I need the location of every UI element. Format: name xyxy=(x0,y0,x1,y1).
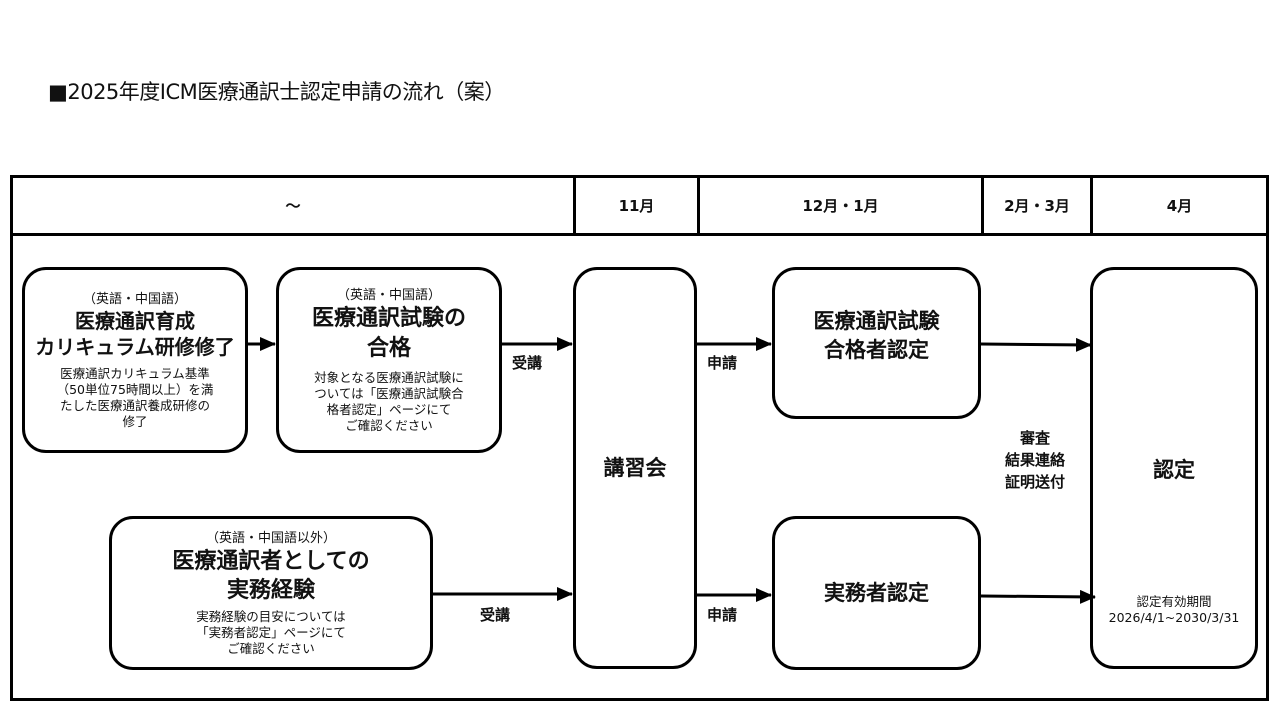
curriculum-completion-box: （英語・中国語） 医療通訳育成 カリキュラム研修修了 医療通訳カリキュラム基準 … xyxy=(22,267,248,453)
box-title-line: 医療通訳者としての xyxy=(172,548,370,574)
certification-box: 認定 認定有効期間 2026/4/1~2030/3/31 xyxy=(1090,267,1258,669)
review-line: 証明送付 xyxy=(1004,473,1065,491)
box-title-line: 医療通訳育成 xyxy=(75,308,195,333)
arrow-exam-cert-to-certification xyxy=(980,337,1092,352)
header-col-nov: 11月 xyxy=(618,197,655,215)
seminar-box: 講習会 xyxy=(573,267,697,669)
exam-pass-box: （英語・中国語） 医療通訳試験の 合格 対象となる医療通訳試験に ついては「医療… xyxy=(276,267,502,453)
page-title: ■2025年度ICM医療通訳士認定申請の流れ（案） xyxy=(48,80,505,104)
note-line: ご確認ください xyxy=(227,640,315,656)
note-line: ご確認ください xyxy=(345,417,433,433)
note-line: 「実務者認定」ページにて xyxy=(196,624,346,640)
note-line: たした医療通訳養成研修の xyxy=(59,397,210,413)
header-divider xyxy=(13,233,1266,236)
attend-label-top: 受講 xyxy=(512,354,543,372)
note-line: 修了 xyxy=(122,413,148,429)
note-line: （50単位75時間以上）を満 xyxy=(56,381,214,397)
box-title: 認定 xyxy=(1153,458,1195,482)
language-label: （英語・中国語） xyxy=(82,291,187,307)
box-note: 医療通訳カリキュラム基準 （50単位75時間以上）を満 たした医療通訳養成研修の… xyxy=(57,366,214,430)
box-title: 実務者認定 xyxy=(824,580,929,605)
box-title-line: 医療通訳試験 xyxy=(813,309,940,333)
box-title-line: 合格 xyxy=(366,335,411,361)
column-divider xyxy=(697,178,700,233)
validity-period: 認定有効期間 2026/4/1~2030/3/31 xyxy=(1109,594,1240,626)
box-title-line: 合格者認定 xyxy=(824,338,929,362)
box-title-line: 医療通訳試験の xyxy=(311,305,466,331)
note-line: 格者認定」ページにて xyxy=(326,401,452,417)
note-line: 対象となる医療通訳試験に xyxy=(314,369,464,385)
note-line: 医療通訳カリキュラム基準 xyxy=(60,365,210,381)
box-title-line: カリキュラム研修修了 xyxy=(35,334,235,359)
column-divider xyxy=(573,178,576,233)
header-col-dec-jan: 12月・1月 xyxy=(802,197,879,215)
language-label: （英語・中国語以外） xyxy=(205,530,336,546)
header-col-feb-mar: 2月・3月 xyxy=(1004,197,1070,215)
header-col-apr: 4月 xyxy=(1166,197,1193,215)
arrow-practitioner-cert-to-certification xyxy=(980,589,1096,604)
review-line: 結果連絡 xyxy=(1004,451,1065,469)
review-line: 審査 xyxy=(1019,429,1050,447)
column-divider xyxy=(981,178,984,233)
apply-label-top: 申請 xyxy=(707,354,738,372)
exam-pass-certification-box: 医療通訳試験 合格者認定 xyxy=(772,267,981,419)
validity-dates: 2026/4/1~2030/3/31 xyxy=(1108,610,1240,625)
review-label: 審査 結果連絡 証明送付 xyxy=(990,427,1080,493)
box-note: 対象となる医療通訳試験に ついては「医療通訳試験合 格者認定」ページにて ご確認… xyxy=(314,370,464,434)
practitioner-certification-box: 実務者認定 xyxy=(772,516,981,670)
apply-label-bottom: 申請 xyxy=(707,606,738,624)
attend-label-bottom: 受講 xyxy=(480,606,511,624)
header-col-before: ～ xyxy=(285,197,301,215)
flow-table: ～ 11月 12月・1月 2月・3月 4月 xyxy=(10,175,1269,701)
box-title-line: 実務経験 xyxy=(226,577,315,603)
language-label: （英語・中国語） xyxy=(336,287,441,303)
validity-label: 認定有効期間 xyxy=(1136,594,1212,609)
column-divider xyxy=(1090,178,1093,233)
work-experience-box: （英語・中国語以外） 医療通訳者としての 実務経験 実務経験の目安については 「… xyxy=(109,516,433,670)
note-line: 実務経験の目安については xyxy=(196,608,346,624)
note-line: ついては「医療通訳試験合 xyxy=(314,385,464,401)
box-note: 実務経験の目安については 「実務者認定」ページにて ご確認ください xyxy=(196,609,346,657)
box-title: 講習会 xyxy=(603,455,667,480)
